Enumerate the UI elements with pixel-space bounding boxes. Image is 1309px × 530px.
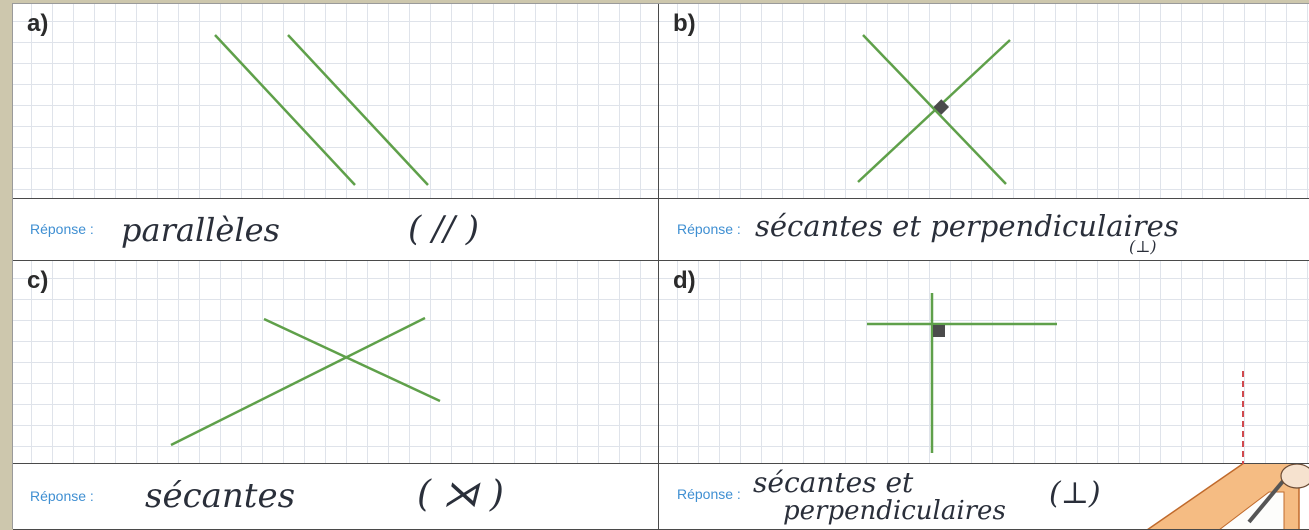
panel-b-letter: b)	[673, 10, 696, 37]
panel-c-figure: c)	[13, 261, 659, 464]
line-a1	[214, 34, 356, 186]
right-angle-marker-d	[933, 325, 945, 337]
answer-text-c: sécantes	[145, 476, 296, 516]
panel-d-letter: d)	[673, 267, 696, 294]
answer-text-a: parallèles	[121, 211, 280, 249]
panel-c-answer-row: Réponse : sécantes ( ⋊ )	[13, 464, 659, 530]
hand-icon	[1280, 464, 1309, 489]
pencil	[1247, 472, 1291, 524]
line-c2	[170, 316, 426, 447]
set-square-illustration	[1147, 464, 1309, 529]
answer-symbol-d: (⊥)	[1049, 476, 1101, 511]
panel-b-figure: b)	[659, 4, 1309, 199]
answer-label: Réponse :	[677, 486, 741, 502]
panel-a-figure: a)	[13, 4, 659, 199]
panel-d-figure: d)	[659, 261, 1309, 464]
answer-label: Réponse :	[30, 488, 94, 504]
panel-a-parallel-lines	[214, 34, 429, 186]
answer-label: Réponse :	[30, 221, 94, 237]
answer-label: Réponse :	[677, 221, 741, 237]
panel-d-answer-row: Réponse : sécantes et perpendiculaires (…	[659, 464, 1309, 530]
answer-symbol-a: ( // )	[408, 209, 480, 249]
answer-text-d-line1: sécantes et	[753, 466, 914, 499]
line-c1	[263, 317, 441, 403]
panel-d-perpendicular-lines	[867, 293, 1244, 464]
line-a2	[287, 34, 429, 186]
answer-text-d-line2: perpendiculaires	[783, 496, 1006, 526]
panel-c-secant-lines	[170, 316, 441, 447]
panel-c-letter: c)	[27, 267, 49, 294]
answer-text-b: sécantes et perpendiculaires	[755, 209, 1179, 243]
panel-a-letter: a)	[27, 10, 49, 37]
answer-symbol-b: (⊥)	[1129, 237, 1157, 256]
panel-b-answer-row: Réponse : sécantes et perpendiculaires (…	[659, 199, 1309, 261]
exercise-sheet: a) Réponse : parallèles ( // ) b) Répons…	[12, 3, 1309, 530]
answer-symbol-c: ( ⋊ )	[417, 474, 504, 515]
panel-a-answer-row: Réponse : parallèles ( // )	[13, 199, 659, 261]
panel-b-perpendicular-lines	[857, 34, 1011, 185]
line-b2	[857, 39, 1011, 183]
